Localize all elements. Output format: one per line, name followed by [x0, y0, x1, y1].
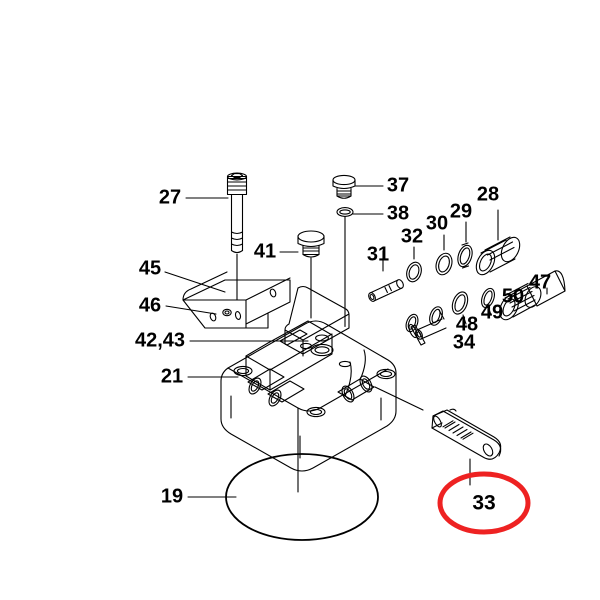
callout-33: 33	[472, 492, 495, 515]
callout-50: 50	[502, 285, 524, 307]
callout-30: 30	[426, 212, 448, 234]
callout-32: 32	[401, 225, 423, 247]
leader-lines	[164, 185, 424, 498]
part-29-backup-ring	[457, 221, 473, 269]
part-41-plug-large	[297, 230, 325, 319]
callout-49: 49	[481, 301, 503, 323]
part-49-o-ring	[481, 287, 495, 316]
callout-41: 41	[254, 240, 276, 262]
part-47-threaded-fitting	[499, 270, 566, 321]
part-28-sleeve	[475, 209, 521, 276]
callout-19: 19	[161, 485, 183, 507]
callout-47: 47	[529, 271, 551, 293]
part-31-pin	[368, 250, 404, 302]
part-19-o-ring-large	[225, 453, 379, 541]
callout-38: 38	[387, 202, 409, 224]
callout-48: 48	[456, 313, 478, 335]
part-32-o-ring	[406, 246, 422, 283]
callout-42-43: 42,43	[135, 329, 185, 351]
callout-28: 28	[477, 183, 499, 205]
part-33-relief-valve-cartridge	[431, 408, 502, 486]
callout-29: 29	[450, 200, 472, 222]
callout-21: 21	[161, 365, 183, 387]
callout-46: 46	[139, 294, 161, 316]
callout-31: 31	[367, 243, 389, 265]
callout-45: 45	[139, 257, 161, 279]
part-37-plug-domed	[332, 174, 356, 199]
callout-37: 37	[387, 174, 409, 196]
part-27-cap-screw	[226, 172, 248, 301]
part-21-valve-head-casting	[220, 285, 397, 493]
callout-34: 34	[453, 331, 476, 353]
highlight-ellipse-33	[437, 471, 531, 535]
part-34-bolt	[408, 309, 447, 346]
callout-27: 27	[159, 186, 181, 208]
callout-labels: 27 45 46 42,43 21 19 41 37 38 31 32 30 2…	[135, 174, 551, 514]
part-cluster-o-rings	[405, 306, 443, 333]
part-45-bracket-block	[182, 271, 291, 329]
part-48-o-ring	[451, 291, 469, 325]
part-30-o-ring	[435, 234, 453, 276]
